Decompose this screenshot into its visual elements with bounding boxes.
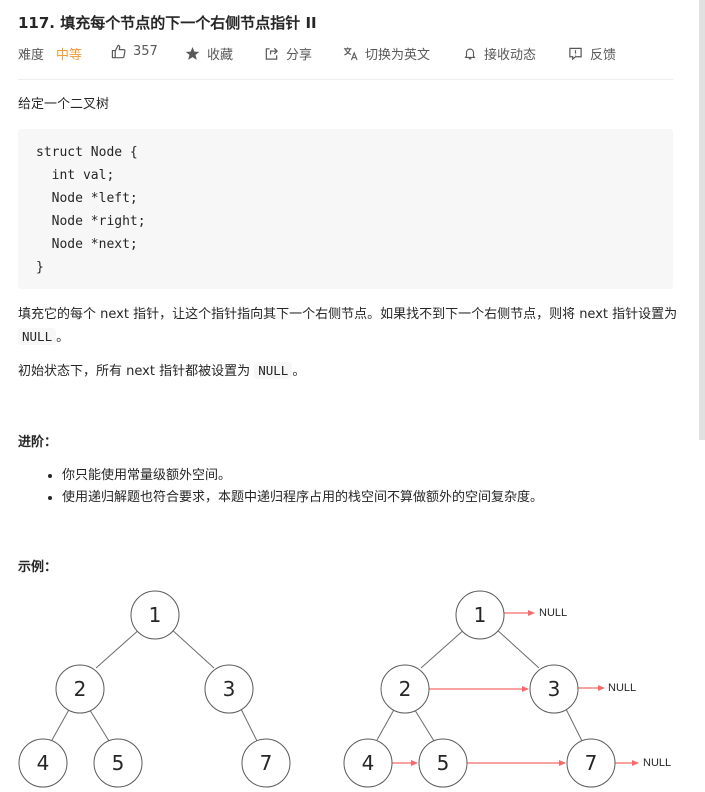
problem-title: 117. 填充每个节点的下一个右侧节点指针 II (18, 14, 317, 32)
collect-label: 收藏 (207, 48, 234, 63)
tree-node (241, 738, 291, 788)
divider (18, 79, 673, 80)
scrollbar[interactable] (699, 0, 705, 440)
inline-code-null: NULL (254, 362, 293, 379)
inline-code-null: NULL (18, 328, 57, 345)
tree-node (380, 664, 430, 714)
tree-node (343, 738, 393, 788)
node-label: 2 (74, 677, 87, 701)
tree-node (455, 590, 505, 640)
advanced-heading: 进阶： (18, 435, 58, 450)
tree-node (130, 590, 180, 640)
feedback-button[interactable]: 反馈 (568, 44, 616, 63)
thumbs-up-icon (111, 44, 126, 59)
list-item: 你只能使用常量级额外空间。 (62, 465, 692, 487)
description-paragraph-1: 填充它的每个 next 指针，让这个指针指向其下一个右侧节点。如果找不到下一个右… (18, 304, 678, 349)
tree-node (93, 738, 143, 788)
node-label: 1 (474, 603, 487, 627)
difficulty-value: 中等 (56, 48, 83, 63)
subscribe-button[interactable]: 接收动态 (463, 44, 536, 63)
share-button[interactable]: 分享 (264, 44, 312, 63)
node-label: 5 (112, 751, 125, 775)
tree-node (204, 664, 254, 714)
switch-language-label: 切换为英文 (365, 48, 431, 63)
tree-node (566, 738, 616, 788)
share-icon (265, 47, 278, 60)
bell-icon (464, 48, 476, 60)
star-icon (185, 46, 200, 60)
example-tree-figure: 1 2 3 4 5 7 1 2 3 4 5 7 NULL NULL NULL (18, 590, 671, 788)
share-label: 分享 (286, 48, 313, 63)
description-paragraph-2: 初始状态下，所有 next 指针都被设置为 NULL。 (18, 360, 305, 383)
null-label: NULL (539, 607, 567, 619)
like-count: 357 (133, 44, 158, 59)
tree-node (529, 664, 579, 714)
node-label: 5 (437, 751, 450, 775)
node-label: 2 (399, 677, 412, 701)
null-label: NULL (643, 757, 671, 769)
translate-icon (343, 47, 358, 61)
node-label: 4 (362, 751, 375, 775)
node-label: 1 (149, 603, 162, 627)
example-heading: 示例： (18, 560, 58, 575)
switch-language-button[interactable]: 切换为英文 (343, 44, 430, 63)
list-item: 使用递归解题也符合要求，本题中递归程序占用的栈空间不算做额外的空间复杂度。 (62, 487, 692, 509)
feedback-icon (569, 47, 582, 61)
tree-node (55, 664, 105, 714)
description-text-end: 。 (292, 364, 306, 379)
feedback-label: 反馈 (590, 48, 617, 63)
description-text: 初始状态下，所有 next 指针都被设置为 (18, 364, 255, 379)
node-label: 3 (223, 677, 236, 701)
code-content: struct Node { int val; Node *left; Node … (36, 145, 146, 275)
collect-button[interactable]: 收藏 (185, 44, 233, 63)
code-block: struct Node { int val; Node *left; Node … (18, 129, 673, 289)
advanced-list: 你只能使用常量级额外空间。 使用递归解题也符合要求，本题中递归程序占用的栈空间不… (18, 465, 692, 509)
description-text: 填充它的每个 next 指针，让这个指针指向其下一个右侧节点。如果找不到下一个右… (18, 307, 678, 322)
null-label: NULL (608, 682, 636, 694)
node-label: 7 (585, 751, 598, 775)
like-button[interactable]: 357 (111, 44, 158, 59)
tree-node (18, 738, 68, 788)
difficulty: 难度 中等 (18, 44, 82, 63)
subscribe-label: 接收动态 (484, 48, 537, 63)
intro-text: 给定一个二叉树 (18, 97, 110, 112)
tree-node (418, 738, 468, 788)
description-text-end: 。 (56, 330, 70, 345)
node-label: 3 (548, 677, 561, 701)
node-label: 7 (260, 751, 273, 775)
difficulty-label: 难度 (18, 48, 45, 63)
node-label: 4 (37, 751, 50, 775)
